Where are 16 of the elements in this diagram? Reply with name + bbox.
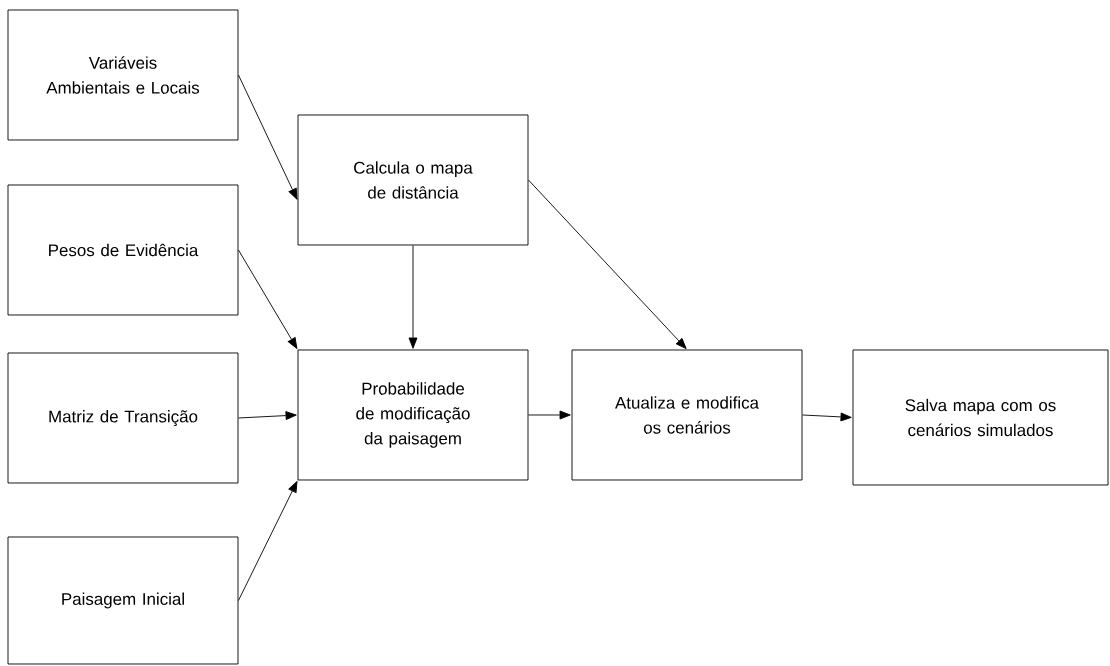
process-box: Calcula o mapa de distância <box>297 114 529 246</box>
process-box: Salva mapa com os cenários simulados <box>852 349 1109 486</box>
arrow <box>802 412 852 422</box>
process-box: Atualiza e modifica os cenários <box>571 349 803 481</box>
arrow <box>408 245 418 349</box>
arrow <box>238 249 298 349</box>
process-box: Paisagem Inicial <box>7 536 239 665</box>
process-box: Probabilidade de modificação da paisagem <box>297 349 529 481</box>
process-box: Matriz de Transição <box>7 352 239 484</box>
process-box: Pesos de Evidência <box>7 184 239 316</box>
arrow <box>238 74 298 200</box>
process-box: Variáveis Ambientais e Locais <box>7 9 239 141</box>
arrow <box>238 411 297 420</box>
arrow <box>528 179 687 350</box>
arrow <box>238 481 298 601</box>
arrow <box>528 410 571 420</box>
